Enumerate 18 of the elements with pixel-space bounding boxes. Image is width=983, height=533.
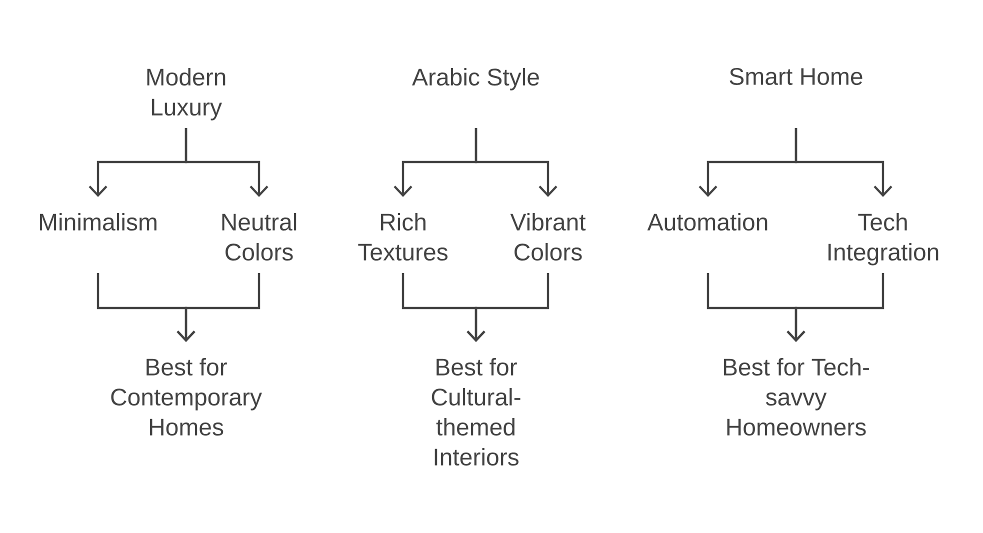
arrow [786, 273, 884, 342]
recommendation-text: Best for Tech-savvy Homeowners [724, 358, 869, 436]
arrow [184, 128, 268, 197]
feature-label: Automation [647, 213, 768, 231]
feature-label: Minimalism [40, 213, 156, 231]
category-heading: Modern Luxury [147, 68, 226, 120]
feature-label: Rich Textures [358, 213, 448, 261]
feature-label: Neutral Colors [222, 213, 296, 261]
arrow [176, 273, 260, 342]
feature-label: Vibrant Colors [510, 213, 586, 261]
recommendation-text: Best for Cultural-themed Interiors [432, 358, 520, 466]
arrow [466, 273, 550, 342]
feature-label: Tech Integration [828, 213, 938, 266]
recommendation-text: Best for Contemporary Homes [111, 358, 262, 436]
category-heading: Arabic Style [412, 68, 539, 90]
arrow [794, 128, 892, 197]
category-heading: Smart Home [730, 68, 862, 85]
arrow [474, 128, 558, 197]
